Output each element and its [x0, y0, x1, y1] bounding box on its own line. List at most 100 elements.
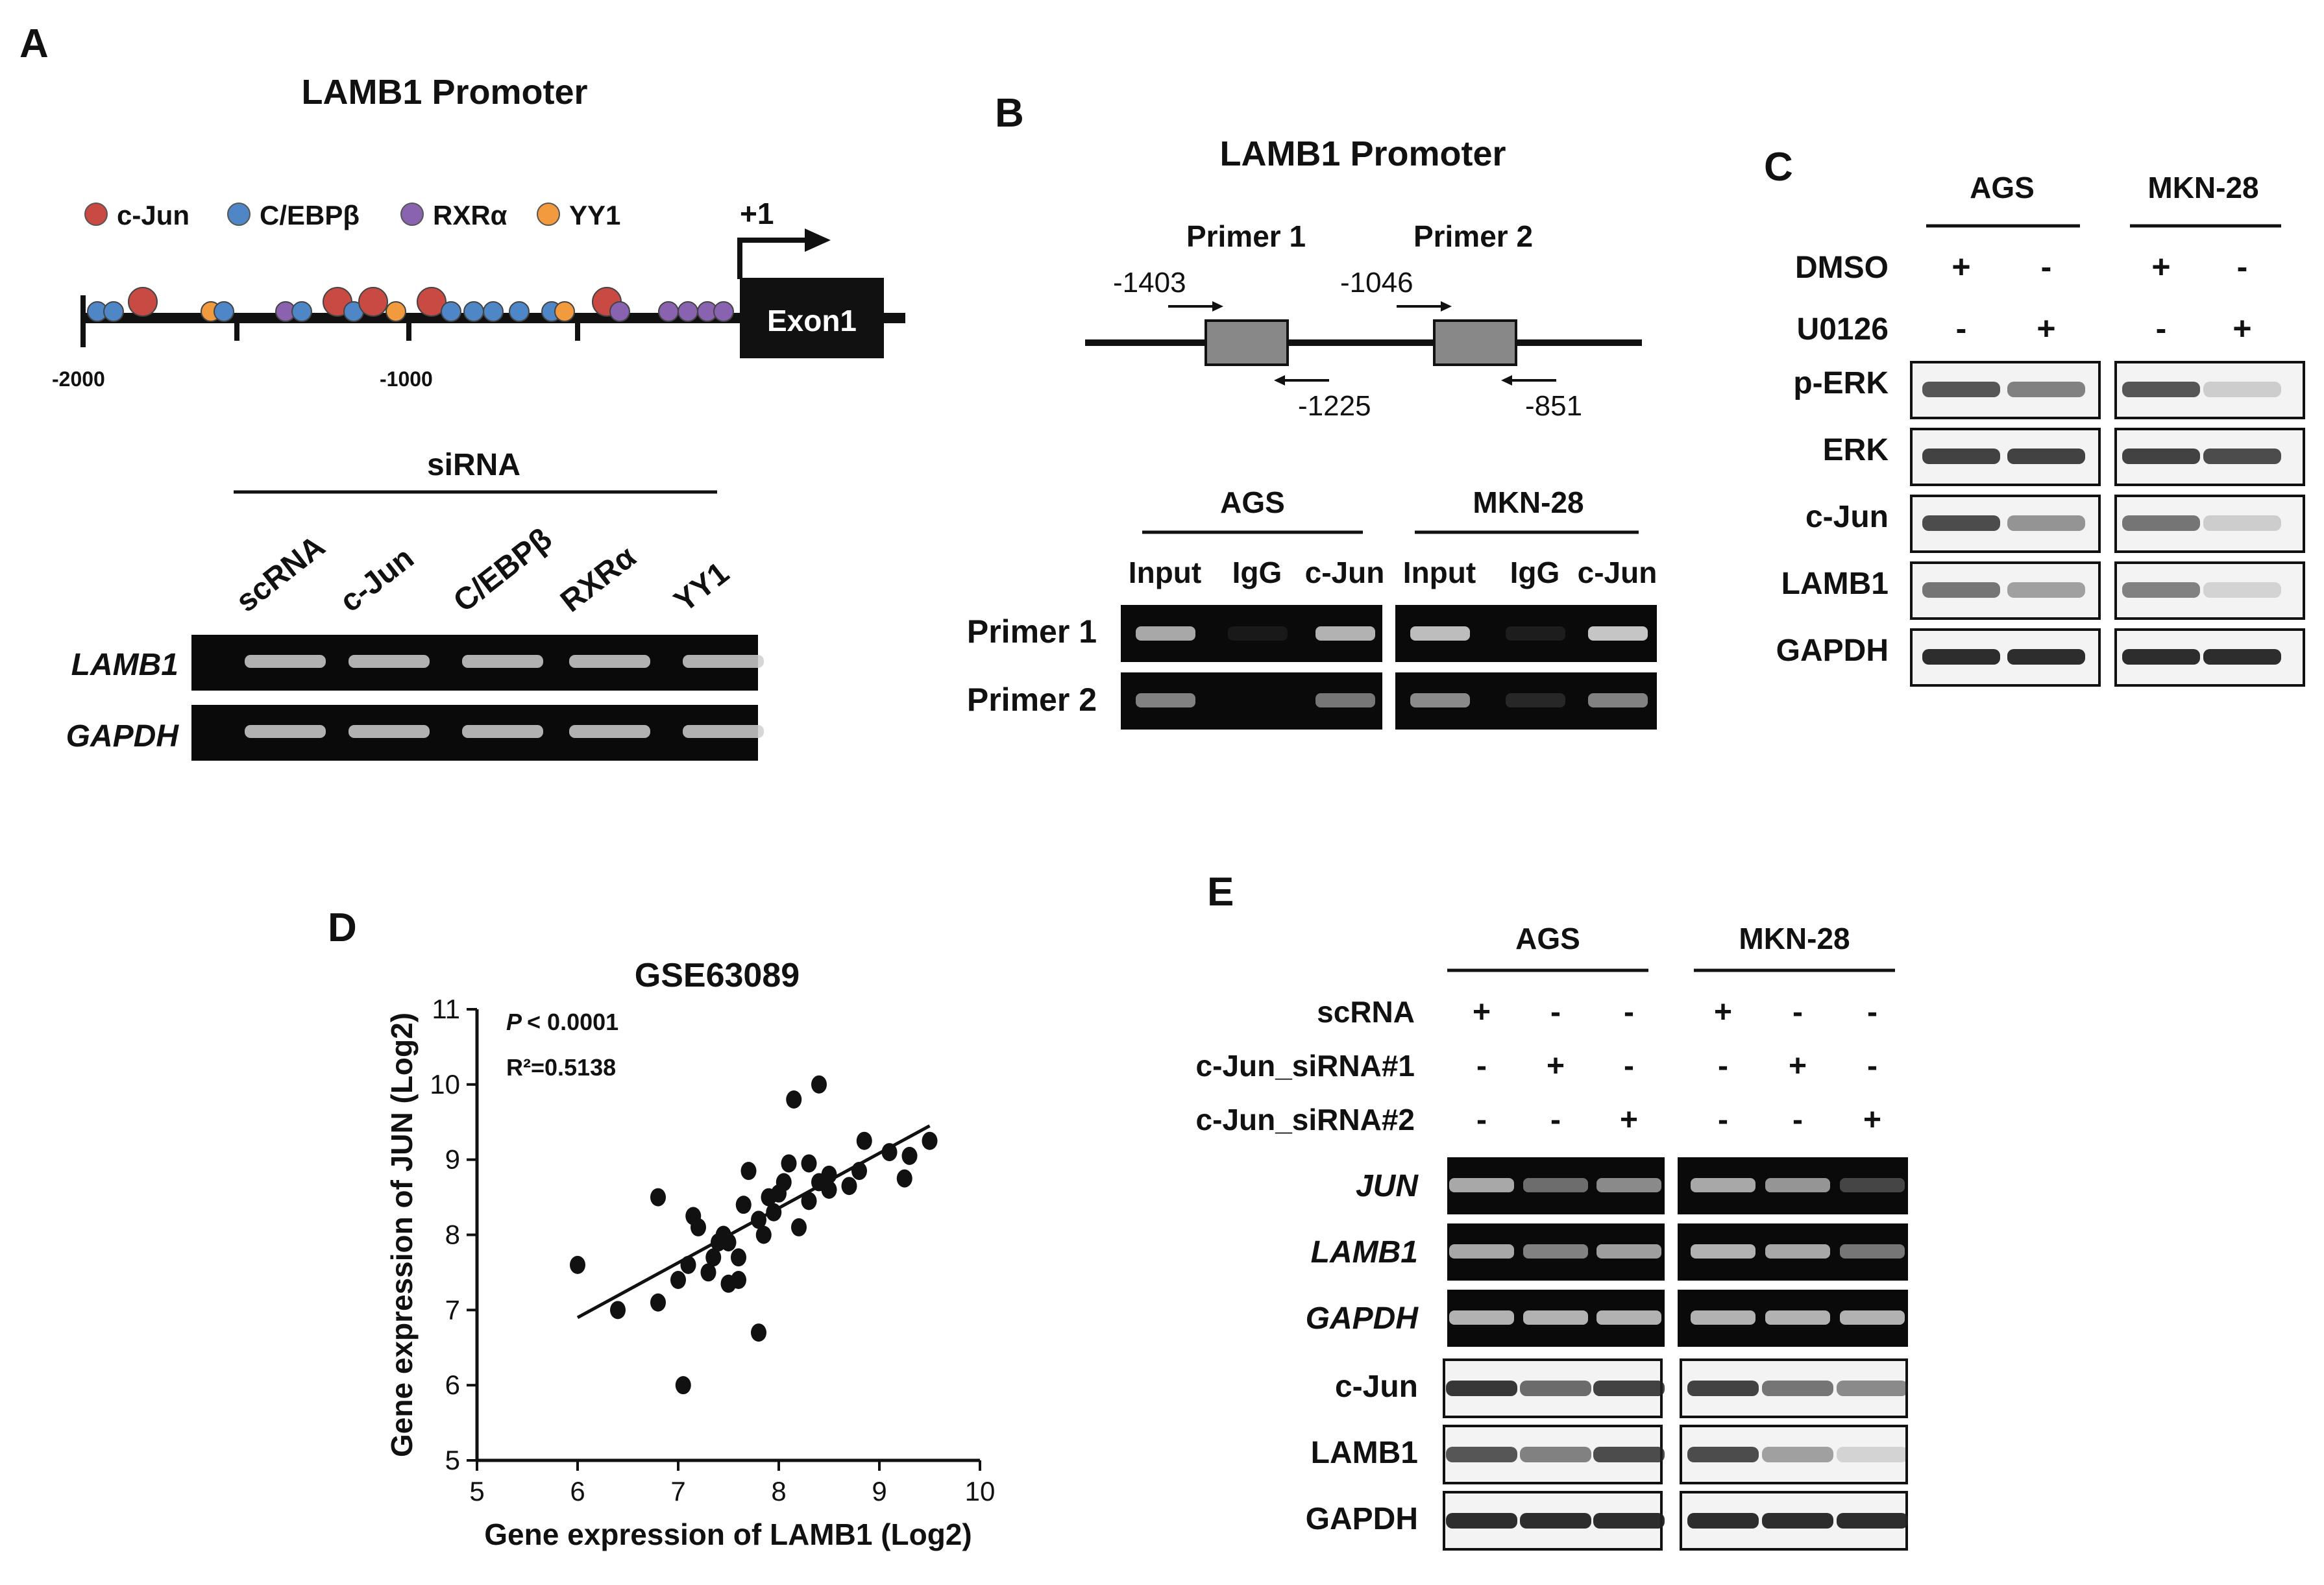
- binding-site-dot: [678, 301, 698, 322]
- y-tick-label: 5: [445, 1445, 460, 1475]
- pos-1403: -1403: [1113, 267, 1186, 299]
- legend-dot: [84, 203, 108, 226]
- c-blot-band: [2007, 649, 2085, 665]
- c-blot-band: [2007, 382, 2085, 397]
- legend-label: YY1: [569, 200, 620, 230]
- axis-label-2000: -2000: [52, 367, 105, 391]
- chip-group-mkn28: MKN-28: [1473, 485, 1584, 519]
- scatter-point: [691, 1218, 706, 1236]
- c-blot-band: [2007, 448, 2085, 464]
- c-blot-band: [2007, 582, 2085, 598]
- c-sign: -: [2041, 249, 2052, 285]
- scatter-point: [786, 1090, 802, 1109]
- c-blot-row-label: ERK: [1823, 433, 1889, 467]
- panel-c: C AGS MKN-28 DMSO+-+-U0126-+-+ p-ERKERKc…: [1764, 145, 2305, 687]
- gel-band: [349, 725, 430, 738]
- e-sign: -: [1792, 995, 1803, 1029]
- scatter-point: [570, 1255, 585, 1274]
- e-gel-band: [1596, 1310, 1661, 1325]
- binding-site-dot: [214, 301, 234, 322]
- chip-row-primer1: Primer 1: [967, 613, 1097, 650]
- x-tick-label: 7: [670, 1476, 685, 1506]
- scatter-point: [901, 1146, 918, 1165]
- c-blot-row-label: GAPDH: [1776, 633, 1889, 668]
- scatter-point: [841, 1177, 857, 1196]
- sirna-lane-label: YY1: [668, 556, 735, 619]
- e-blot-band: [1520, 1447, 1591, 1462]
- c-sign: -: [2237, 249, 2248, 285]
- binding-site-dot: [103, 301, 124, 322]
- binding-site-dot: [441, 301, 461, 322]
- stat-p: P< 0.0001: [506, 1009, 618, 1035]
- gel-band: [245, 725, 326, 738]
- binding-site-dot: [483, 301, 504, 322]
- chip-row-primer2: Primer 2: [967, 682, 1097, 718]
- chip-gel-bands: [1136, 626, 1648, 707]
- c-group-mkn28: MKN-28: [2147, 171, 2258, 204]
- e-gel-band: [1765, 1244, 1830, 1259]
- gel-bands-a: [245, 655, 764, 738]
- scatter-point: [650, 1188, 666, 1207]
- c-blot-band: [1922, 582, 2000, 598]
- x-tick-label: 10: [965, 1476, 996, 1506]
- chip-lane-label: c-Jun: [1578, 556, 1657, 589]
- e-gel-band: [1765, 1310, 1830, 1325]
- pos-851: -851: [1525, 390, 1582, 422]
- binding-site-dot: [291, 301, 312, 322]
- legend-dot: [227, 203, 251, 226]
- c-treatment-rows: DMSO+-+-U0126-+-+: [1795, 249, 2252, 347]
- e-blot-band: [1446, 1513, 1517, 1529]
- legend-dot: [400, 203, 424, 226]
- gel-band: [462, 725, 543, 738]
- sirna-lane-label: c-Jun: [334, 541, 421, 619]
- scatter-point: [700, 1263, 716, 1282]
- chip-lane-label: Input: [1403, 556, 1476, 589]
- tss-arrowhead: [805, 228, 831, 252]
- binding-site-dot: [128, 287, 158, 317]
- legend-label: RXRα: [433, 200, 508, 230]
- y-tick-label: 10: [430, 1069, 460, 1100]
- binding-site-dot: [417, 287, 446, 317]
- chip-gel-band: [1410, 626, 1470, 641]
- scatter-point: [735, 1196, 752, 1214]
- primer1-amplicon: [1205, 319, 1289, 366]
- exon1-box: [740, 278, 884, 358]
- e-gel-band: [1523, 1244, 1588, 1259]
- e-sign: +: [1714, 995, 1732, 1029]
- chip-gel-band: [1506, 693, 1565, 707]
- gel-band: [683, 655, 764, 668]
- y-tick-label: 6: [445, 1370, 460, 1400]
- scatter-point: [781, 1154, 797, 1173]
- panel-e-letter: E: [1207, 870, 1234, 915]
- c-sign: +: [2232, 310, 2251, 347]
- e-gel-band: [1596, 1244, 1661, 1259]
- legend-label: C/EBPβ: [260, 200, 360, 230]
- e-group-mkn28: MKN-28: [1739, 922, 1850, 955]
- fwd-arrowhead-1: [1212, 301, 1223, 312]
- c-sign: +: [2037, 310, 2055, 347]
- e-treatment-label: c-Jun_siRNA#2: [1196, 1103, 1415, 1137]
- e-gel-row-label: LAMB1: [1311, 1235, 1418, 1270]
- primer2-label: Primer 2: [1413, 219, 1533, 253]
- panel-b-letter: B: [995, 91, 1024, 136]
- e-gel-band: [1449, 1244, 1514, 1259]
- e-sign: +: [1547, 1049, 1565, 1083]
- sirna-lane-label: scRNA: [230, 529, 332, 619]
- panel-b: B LAMB1 Promoter Primer 1 Primer 2 -1403…: [967, 91, 1657, 730]
- c-sign: -: [2156, 310, 2167, 347]
- scatter-point: [801, 1154, 817, 1173]
- e-sign: +: [1473, 995, 1491, 1029]
- sirna-header: siRNA: [427, 448, 520, 482]
- gel-band: [569, 655, 650, 668]
- x-axis-label: Gene expression of LAMB1 (Log2): [484, 1517, 972, 1551]
- axis-label-1000: -1000: [380, 367, 433, 391]
- e-blot-band: [1837, 1447, 1908, 1462]
- x-tick-label: 6: [570, 1476, 585, 1506]
- panel-a-letter: A: [19, 21, 49, 66]
- y-tick-label: 7: [445, 1294, 460, 1325]
